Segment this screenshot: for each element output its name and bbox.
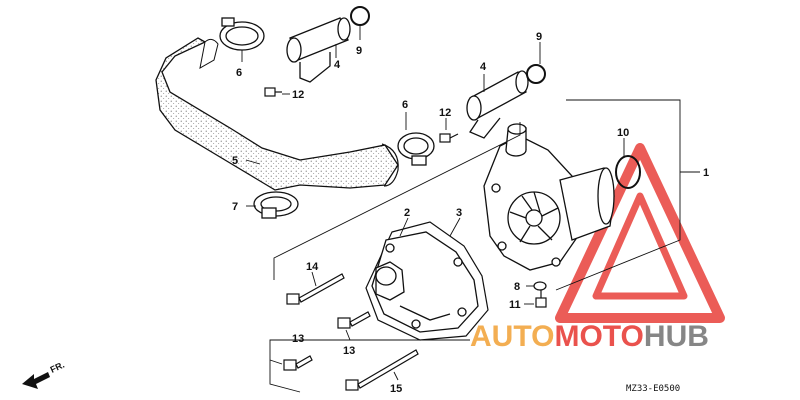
bolt-14 bbox=[286, 273, 345, 305]
sealing-washer bbox=[533, 281, 547, 291]
callout-6-lower: 6 bbox=[402, 99, 408, 111]
watermark-text: AUTOMOTOHUB bbox=[470, 320, 709, 353]
bolt-15 bbox=[345, 349, 419, 391]
callout-3: 3 bbox=[456, 207, 462, 219]
leader-lines bbox=[241, 26, 700, 393]
drain-bolt bbox=[535, 290, 547, 308]
watermark-auto: AUTO bbox=[470, 320, 554, 353]
callout-4-upper: 4 bbox=[334, 59, 341, 71]
callout-2: 2 bbox=[404, 207, 410, 219]
callout-15: 15 bbox=[390, 383, 402, 395]
o-ring-lower bbox=[526, 64, 546, 84]
front-direction-arrow: FR. bbox=[22, 360, 66, 389]
callout-12-lower: 12 bbox=[439, 107, 451, 119]
callout-9-lower: 9 bbox=[536, 31, 542, 43]
callout-7: 7 bbox=[232, 201, 238, 213]
callout-12-upper: 12 bbox=[292, 89, 304, 101]
callout-9-upper: 9 bbox=[356, 45, 362, 57]
hose-clamp-middle bbox=[397, 132, 435, 166]
bolt-13-upper bbox=[337, 311, 371, 329]
callout-1: 1 bbox=[703, 167, 709, 179]
bolt-12-upper bbox=[264, 87, 282, 97]
callout-4-lower: 4 bbox=[480, 61, 487, 73]
bolt-12-lower bbox=[439, 133, 459, 143]
callout-14: 14 bbox=[306, 261, 319, 273]
water-pipe-upper bbox=[286, 17, 351, 83]
hose-clamp-upper bbox=[219, 17, 265, 51]
callout-11: 11 bbox=[509, 299, 521, 311]
watermark-hub: HUB bbox=[644, 320, 709, 353]
water-pipe-lower bbox=[466, 70, 529, 139]
watermark-moto: MOTO bbox=[554, 320, 643, 353]
callout-10: 10 bbox=[617, 127, 629, 139]
pump-cover-gasket bbox=[365, 221, 489, 341]
o-ring-upper bbox=[350, 6, 370, 26]
watermark-logo: AUTOMOTOHUB bbox=[470, 320, 709, 353]
callout-numbers: 1 2 3 4 4 5 6 6 7 8 9 9 10 11 12 12 13 1… bbox=[232, 31, 709, 395]
direction-label: FR. bbox=[49, 360, 66, 375]
callout-8: 8 bbox=[514, 281, 520, 293]
water-hose bbox=[155, 37, 399, 191]
callout-6-upper: 6 bbox=[236, 67, 242, 79]
hose-clamp-lower bbox=[253, 191, 299, 219]
diagram-code: MZ33-E0500 bbox=[626, 384, 680, 394]
callout-13-lower: 13 bbox=[292, 333, 304, 345]
water-pump-cover bbox=[371, 231, 479, 333]
bolt-13-lower bbox=[283, 355, 313, 371]
callout-5: 5 bbox=[232, 155, 238, 167]
callout-13-upper: 13 bbox=[343, 345, 355, 357]
water-pump-assembly bbox=[483, 123, 615, 271]
o-ring-pump bbox=[615, 155, 641, 189]
